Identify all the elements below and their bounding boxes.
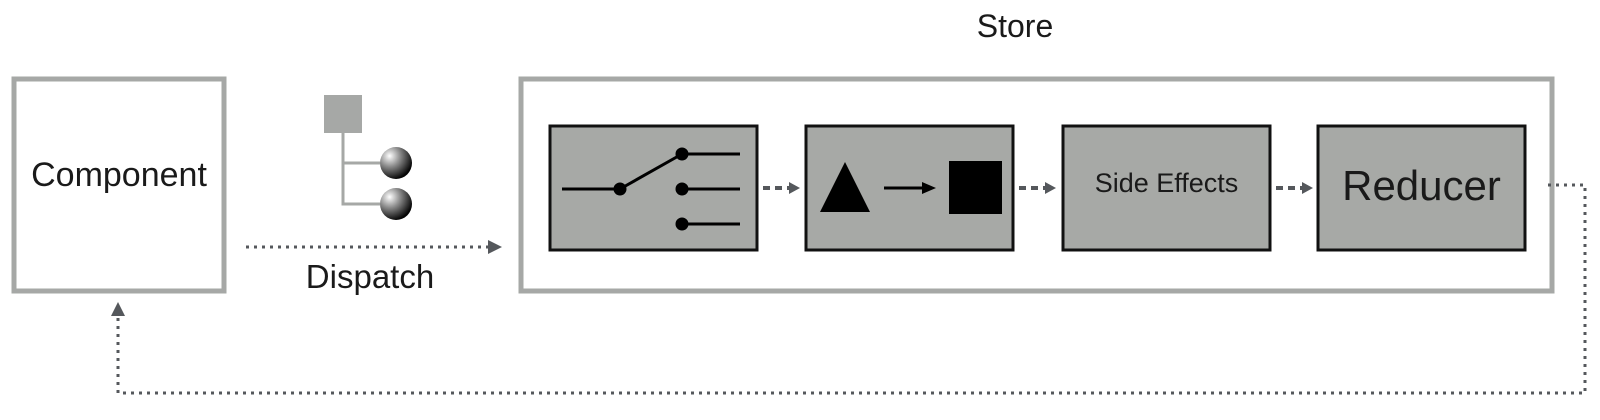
feedback-arrow: [111, 183, 1587, 395]
stage-side-effects[interactable]: [1061, 124, 1272, 252]
component-label: Component: [31, 156, 207, 194]
dispatch-arrow: [246, 240, 502, 254]
action-icon: [324, 95, 412, 220]
store-title: Store: [976, 8, 1054, 44]
stage-router[interactable]: [548, 124, 759, 252]
stage-reducer[interactable]: [1316, 124, 1527, 252]
switch-icon: [562, 147, 740, 231]
side-effects-label: Side Effects: [1094, 168, 1239, 198]
dispatch-label: Dispatch: [305, 258, 435, 295]
stage-arrow: [1019, 182, 1056, 194]
transform-icon: [820, 161, 1002, 214]
stage-transform[interactable]: [804, 124, 1015, 252]
stage-arrow: [1276, 182, 1313, 194]
stage-arrow: [763, 182, 800, 194]
component-box[interactable]: [11, 76, 227, 294]
reducer-label: Reducer: [1342, 162, 1501, 209]
